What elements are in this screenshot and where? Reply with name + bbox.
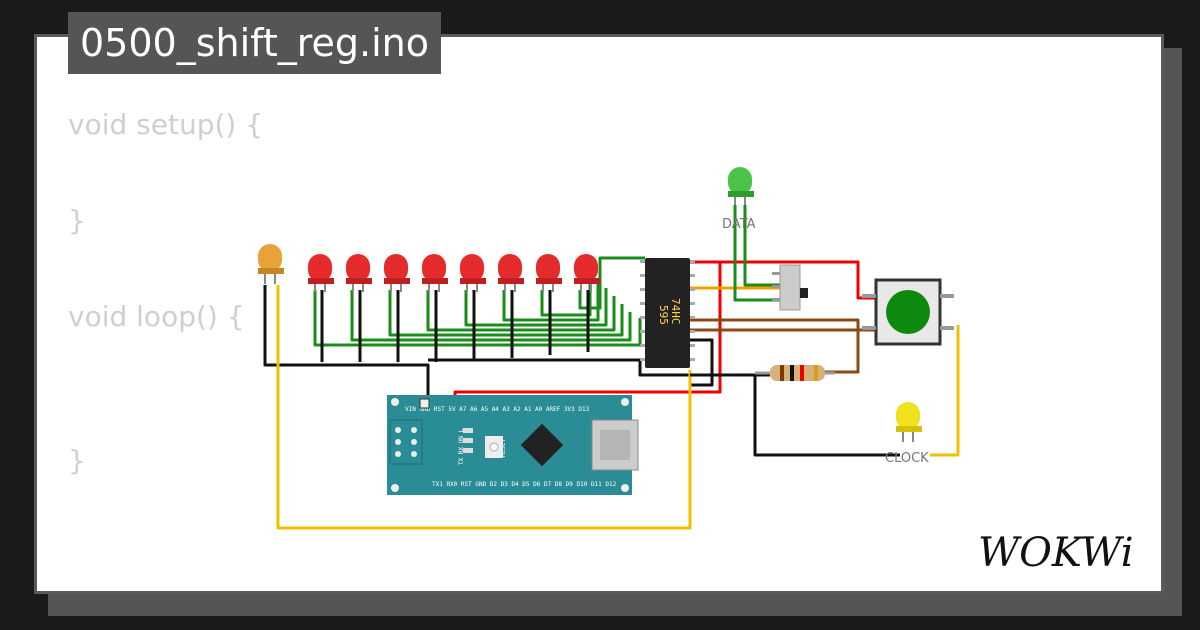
wire-gnd-rail bbox=[263, 285, 430, 395]
red-leds bbox=[308, 254, 600, 292]
orange-led bbox=[258, 244, 284, 284]
wire-yellow bbox=[276, 285, 692, 530]
clock-led-label: CLOCK bbox=[885, 451, 929, 466]
board-reset-text: RESET bbox=[500, 439, 507, 457]
wokwi-logo: WOKWi bbox=[978, 530, 1134, 576]
wire-led7 bbox=[540, 272, 592, 317]
wire-led3 bbox=[388, 290, 624, 337]
code-line-setup-end: } bbox=[68, 204, 86, 237]
sketch-title: 0500_shift_reg.ino bbox=[68, 12, 442, 74]
wire-led8 bbox=[578, 256, 645, 310]
chip-label-2: 595 bbox=[657, 305, 670, 325]
data-led-label: DATA bbox=[722, 217, 756, 232]
data-led bbox=[728, 167, 754, 205]
wire-brown bbox=[690, 318, 860, 374]
slide-switch bbox=[772, 264, 808, 311]
code-line-loop-end: } bbox=[68, 444, 86, 477]
resistor bbox=[755, 365, 835, 381]
chip-label-1: 74HC bbox=[669, 298, 682, 325]
board-bottom-pins: TX1 RX0 RST GND D2 D3 D4 D5 D6 D7 D8 D9 … bbox=[432, 481, 617, 488]
board-side-text: TX RX ON L bbox=[458, 428, 465, 465]
arduino-nano: VIN GND RST 5V A7 A6 A5 A4 A3 A2 A1 A0 A… bbox=[387, 395, 639, 495]
board-top-pins: VIN GND RST 5V A7 A6 A5 A4 A3 A2 A1 A0 A… bbox=[405, 406, 590, 413]
code-line-setup: void setup() { bbox=[68, 108, 264, 141]
clock-led bbox=[896, 402, 922, 442]
pushbutton bbox=[862, 278, 954, 346]
code-line-loop: void loop() { bbox=[68, 300, 245, 333]
wire-led5 bbox=[464, 288, 608, 327]
shift-register-chip: 74HC 595 bbox=[640, 258, 695, 368]
wire-led4 bbox=[426, 290, 616, 332]
wire-led2 bbox=[350, 290, 632, 342]
wire-5v bbox=[453, 260, 722, 400]
